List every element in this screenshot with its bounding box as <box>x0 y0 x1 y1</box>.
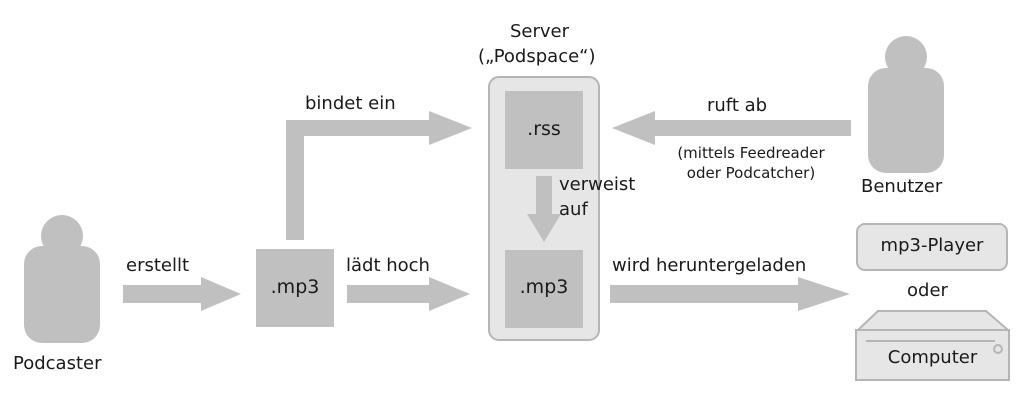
fetches-label: ruft ab <box>707 95 768 116</box>
arrow-fetches <box>612 111 851 145</box>
fetches-note-line1: (mittels Feedreader <box>677 144 825 162</box>
server-mp3-label: .mp3 <box>519 276 569 298</box>
podcaster-mp3-label: .mp3 <box>270 276 320 298</box>
mp3-player-label: mp3-Player <box>880 235 984 256</box>
embeds-label: bindet ein <box>305 93 396 114</box>
user-figure <box>868 36 944 173</box>
rss-label: .rss <box>527 118 561 140</box>
arrow-downloads <box>610 277 850 311</box>
computer-icon <box>855 310 1011 381</box>
refers-label-line1: verweist <box>559 174 636 195</box>
user-label: Benutzer <box>861 176 943 197</box>
podcaster-label: Podcaster <box>13 353 102 374</box>
arrow-refers <box>527 176 561 242</box>
arrow-uploads <box>347 277 470 311</box>
arrow-creates <box>123 277 241 311</box>
uploads-label: lädt hoch <box>346 255 430 276</box>
arrow-embeds <box>286 111 472 240</box>
mp3-player-box <box>856 223 1008 271</box>
server-mp3-box <box>505 250 583 328</box>
computer-label: Computer <box>887 347 978 368</box>
refers-label-line2: auf <box>559 199 588 220</box>
server-subtitle: („Podspace“) <box>478 46 596 67</box>
or-label: oder <box>907 280 948 301</box>
fetches-note-line2: oder Podcatcher) <box>686 164 816 182</box>
podcaster-mp3-box <box>256 249 334 327</box>
rss-box <box>505 91 583 169</box>
creates-label: erstellt <box>126 255 190 276</box>
downloads-label: wird heruntergeladen <box>612 255 807 276</box>
server-title: Server <box>510 21 570 42</box>
podcaster-figure <box>24 215 100 343</box>
